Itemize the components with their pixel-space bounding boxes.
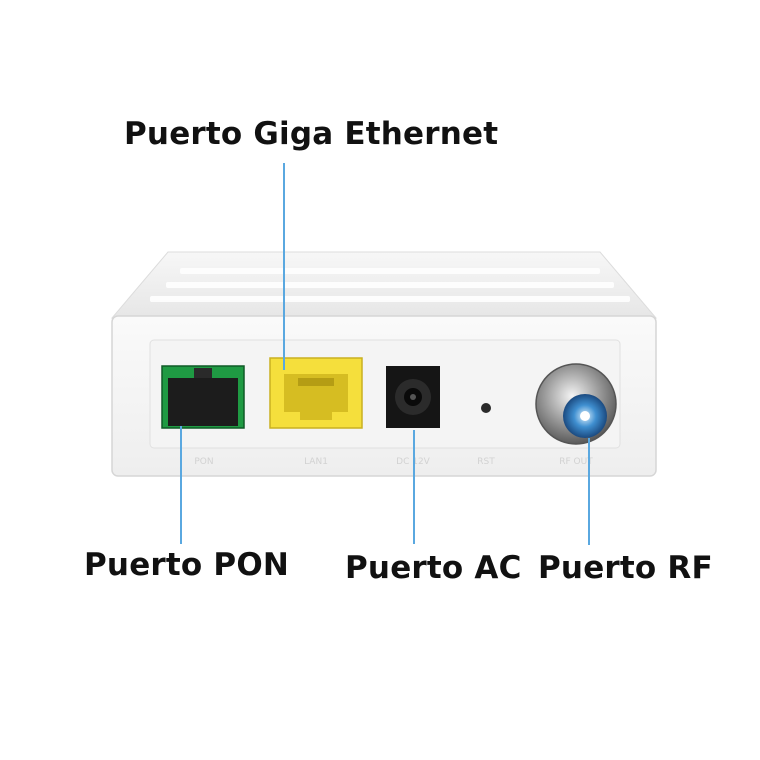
lan-port [269, 357, 363, 429]
ac-port-label: Puerto AC [345, 550, 522, 586]
reset-hole [481, 403, 491, 413]
pon-marking: PON [194, 457, 213, 467]
rst-marking: RST [477, 457, 495, 467]
rf-leader-line [588, 438, 590, 545]
pon-port-label: Puerto PON [84, 547, 290, 583]
giga-ethernet-port-label: Puerto Giga Ethernet [124, 116, 499, 152]
device-port-panel [149, 339, 621, 449]
pon-port [161, 365, 245, 429]
giga-ethernet-leader-line [283, 163, 285, 370]
dc-jack [386, 366, 440, 428]
ac-leader-line [413, 430, 415, 544]
rf-marking: RF OUT [559, 457, 593, 467]
pon-leader-line [180, 426, 182, 544]
rf-port-label: Puerto RF [538, 550, 713, 586]
lan-marking: LAN1 [304, 457, 328, 467]
top-vent-grid [150, 268, 630, 302]
rf-connector [535, 363, 617, 445]
